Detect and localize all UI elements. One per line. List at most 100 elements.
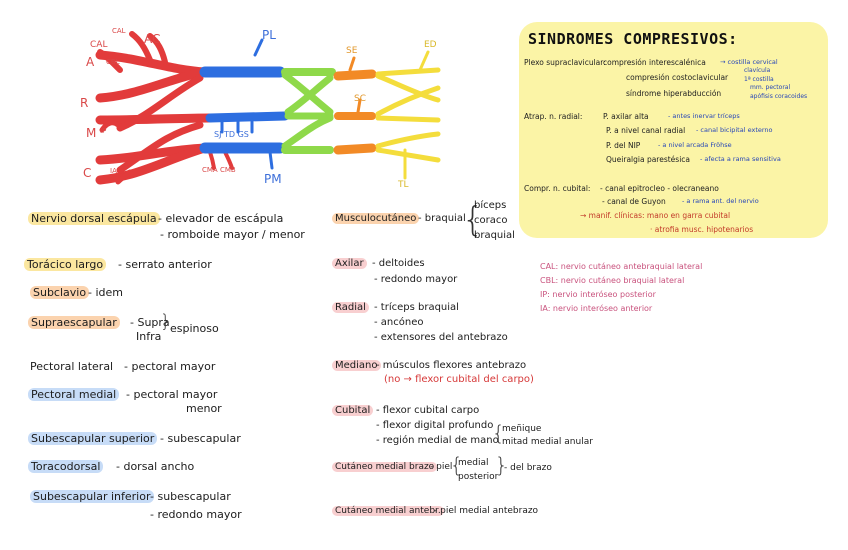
mid-0-b1: bíceps (474, 200, 507, 211)
left-3-desc2: Infra (136, 330, 162, 343)
cords-orange (333, 56, 377, 155)
label-pm: PM (264, 172, 282, 186)
plexo-l3: síndrome hiperabducción (626, 89, 722, 98)
cord-medial (333, 143, 377, 155)
mid-4-b2: mitad medial anular (502, 437, 593, 447)
red-branch-cal (129, 31, 153, 63)
syndromes-title: SINDROMES COMPRESIVOS: (528, 30, 738, 48)
left-7-desc: - dorsal ancho (116, 460, 195, 473)
cubital-l4: · atrofia musc. hipotenarios (650, 225, 754, 234)
radial-l3b: - a nivel arcada Fröhse (658, 141, 732, 149)
radial-l2b: - canal bicipital externo (696, 126, 773, 134)
mid-3-name: Mediano (332, 360, 381, 371)
mid-6-name: Cutáneo medial antebr. (332, 506, 444, 516)
red-branch-ia (115, 169, 133, 185)
label-cal-small: CAL (112, 27, 126, 35)
trunks-blue (199, 38, 290, 170)
mid-1-desc: - deltoides (372, 258, 425, 269)
cubital-l3: → manif. clínicas: mano en garra cubital (580, 211, 731, 220)
radial-l1b: - antes inervar tríceps (668, 112, 740, 120)
left-5-desc2: menor (186, 402, 222, 415)
label-m: M (86, 126, 97, 140)
red-branch-ip (99, 120, 121, 133)
mid-5-b2: posterior (458, 472, 499, 482)
divisions-green (281, 68, 336, 154)
plexo-l3b: mm. pectoral (750, 84, 791, 91)
mid-5-desc: - piel (430, 462, 453, 472)
mid-2-name: Radial (332, 302, 369, 313)
mid-3-desc: - músculos flexores antebrazo (376, 360, 527, 371)
left-1-desc: - serrato anterior (118, 258, 212, 271)
label-ia: IA (110, 167, 117, 175)
label-ed: ED (424, 40, 437, 50)
cubital-l2: - canal de Guyon (602, 197, 666, 206)
red-branch-cross1 (116, 74, 204, 132)
mid-0-name: Musculocutáneo (332, 213, 420, 224)
label-a: A (86, 55, 95, 69)
term-4 (375, 115, 441, 123)
mid-6-desc: - piel medial antebrazo (434, 506, 539, 516)
root-c6 (95, 67, 210, 103)
note-ia: IA: nervio interóseo anterior (540, 304, 653, 313)
left-2-name: Subclavio (30, 286, 90, 299)
label-tl: TL (398, 180, 409, 190)
term-2 (375, 73, 441, 103)
label-ac: AC (144, 32, 161, 46)
left-0-name: Nervio dorsal escápula (28, 212, 160, 225)
left-4-name: Pectoral lateral (30, 360, 114, 373)
left-3-desc3: espinoso (170, 322, 219, 335)
mid-1-name: Axilar (332, 258, 367, 269)
mid-4-name: Cubital (332, 405, 374, 416)
div-mid-cross (284, 74, 334, 116)
note-ip: IP: nervio interóseo posterior (540, 290, 656, 299)
root-c7 (95, 113, 215, 125)
left-0-desc2: - romboide mayor / menor (160, 228, 305, 241)
trunk-middle (205, 111, 290, 123)
cord-branch-sc (356, 98, 362, 114)
plexo-l1: compresión interescalénica (603, 58, 706, 67)
left-6-name: Subescapular superior (28, 432, 158, 445)
red-branch-upper (97, 49, 123, 73)
mid-4-b1: meñique (502, 424, 542, 434)
mid-4-brace: { (492, 421, 505, 445)
red-branch-cross2 (116, 121, 204, 174)
trunk-branch-pl (253, 38, 264, 57)
term-6 (375, 147, 441, 163)
label-se: SE (346, 46, 358, 56)
left-1-name: Torácico largo (24, 258, 107, 271)
root-t1 (95, 143, 210, 185)
radial-l3: P. del NIP (606, 141, 641, 150)
left-4-desc: - pectoral mayor (124, 360, 216, 373)
radial-l1: P. axilar alta (603, 112, 649, 121)
mid-4-desc2: - flexor digital profundo (376, 420, 494, 431)
mid-5-b1: medial (458, 458, 489, 468)
radial-l4: Queiralgia parestésica (606, 155, 691, 164)
label-c: C (83, 166, 92, 180)
label-r: R (80, 96, 89, 110)
label-sj-td-gs: SJ TD GS (214, 130, 249, 139)
cubital-head: Compr. n. cubital: (524, 184, 591, 193)
radial-head: Atrap. n. radial: (524, 112, 583, 121)
mid-5-brace: { (450, 453, 463, 477)
note-cbl: CBL: nervio cutáneo braquial lateral (540, 276, 685, 285)
left-3-desc: - Supra (130, 316, 170, 329)
mid-0-brace: { (462, 200, 484, 240)
term-3 (375, 85, 441, 117)
left-8-name: Subescapular inferior (30, 490, 154, 503)
mid-3-desc2: (no → flexor cubital del carpo) (384, 374, 534, 385)
syndromes-box (519, 22, 828, 238)
left-5-desc: - pectoral mayor (126, 388, 218, 401)
cubital-l2b: - a rama ant. del nervio (682, 197, 759, 205)
mid-4-desc: - flexor cubital carpo (376, 405, 480, 416)
left-8-desc2: - redondo mayor (150, 508, 242, 521)
label-cm: CMA CMB (202, 166, 236, 174)
red-branch-ac (147, 33, 168, 65)
plexo-l2c: 1ª costilla (744, 76, 774, 83)
mid-2-desc2: - ancóneo (374, 317, 424, 328)
plexo-l2b: clavícula (744, 67, 771, 74)
cubital-l1: - canal epitrocleo - olecraneano (600, 184, 719, 193)
label-sc: SC (354, 94, 366, 104)
label-ip: IP (100, 127, 107, 135)
cord-branch-se (348, 56, 356, 72)
label-pl: PL (262, 28, 276, 42)
